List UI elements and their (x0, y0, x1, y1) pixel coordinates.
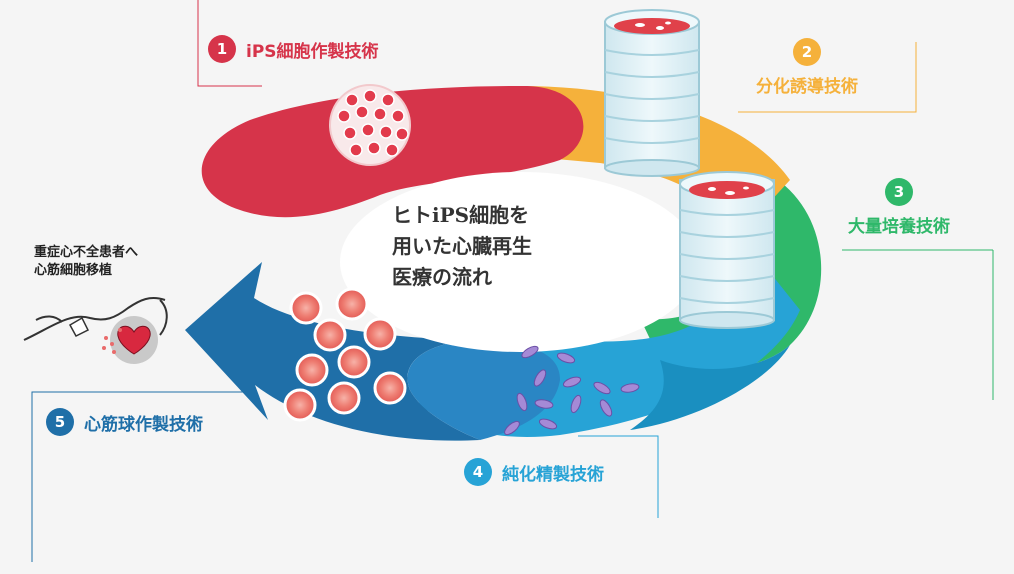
step-5-text: 心筋球作製技術 (84, 414, 203, 435)
center-line-2: 用いた心臓再生 (392, 234, 532, 258)
cycle-ring (185, 85, 822, 441)
patient-caption: 重症心不全患者へ 心筋細胞移植 (34, 244, 138, 280)
step-4-label: 4 純化精製技術 (464, 458, 604, 486)
heart-transplant-icon (23, 297, 168, 364)
step-3-text: 大量培養技術 (848, 217, 950, 237)
center-line-1: ヒトiPS細胞を (392, 203, 530, 227)
purified-cells-icon (504, 345, 640, 436)
leader-lines (31, 0, 994, 562)
step-1-label: 1 iPS細胞作製技術 (208, 35, 379, 63)
ips-cell-cluster-icon (329, 84, 411, 166)
step-3-number: 3 (885, 178, 913, 206)
step-4-number: 4 (464, 458, 492, 486)
patient-line-2: 心筋細胞移植 (34, 263, 113, 278)
patient-line-1: 重症心不全患者へ (34, 245, 139, 260)
culture-dish-stack-icon (604, 9, 700, 177)
step-2-label: 2 分化誘導技術 (756, 38, 858, 97)
step-1-text: iPS細胞作製技術 (246, 41, 379, 62)
center-line-3: 医療の流れ (392, 265, 492, 289)
culture-dish-stack-icon-2 (679, 171, 775, 329)
center-title: ヒトiPS細胞を 用いた心臓再生 医療の流れ (392, 200, 592, 293)
step-3-label: 3 大量培養技術 (848, 178, 950, 237)
step-2-text: 分化誘導技術 (756, 77, 858, 97)
segment-cardiac-sphere (185, 262, 480, 441)
step-5-label: 5 心筋球作製技術 (46, 408, 203, 436)
center-oval (340, 172, 700, 352)
cardiac-sphere-icon (283, 287, 407, 422)
step-1-number: 1 (208, 35, 236, 63)
step-5-number: 5 (46, 408, 74, 436)
step-4-text: 純化精製技術 (502, 464, 604, 485)
step-2-number: 2 (793, 38, 821, 66)
